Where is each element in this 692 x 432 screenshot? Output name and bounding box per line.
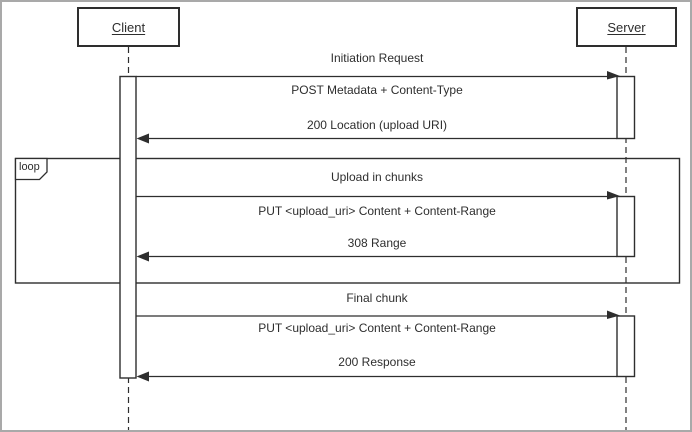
actor-box-client: Client xyxy=(77,7,180,47)
request-arrowhead-2 xyxy=(607,191,620,200)
actor-name-server: Server xyxy=(607,19,646,35)
request-arrowhead-3 xyxy=(607,310,620,319)
server-activation-bar-2 xyxy=(616,195,636,258)
server-activation-bar-3 xyxy=(616,315,636,378)
section-header-initiation: Initiation Request xyxy=(330,51,424,65)
request-arrowhead-1 xyxy=(607,71,620,80)
response-label-final: 200 Response xyxy=(338,355,416,369)
client-activation-bar xyxy=(119,75,137,379)
response-arrowhead-1 xyxy=(136,133,149,144)
response-label-loop: 308 Range xyxy=(347,236,407,250)
loop-fragment-label: loop xyxy=(19,161,40,173)
request-label-loop: PUT <upload_uri> Content + Content-Range xyxy=(258,204,496,218)
request-label-initiation: POST Metadata + Content-Type xyxy=(291,83,463,97)
loop-fragment-frame xyxy=(14,157,681,284)
actor-name-client: Client xyxy=(111,19,146,35)
server-activation-bar-1 xyxy=(616,75,636,140)
section-header-loop: Upload in chunks xyxy=(330,170,424,184)
response-arrowhead-2 xyxy=(136,251,149,262)
response-arrowhead-3 xyxy=(136,371,149,382)
request-label-final: PUT <upload_uri> Content + Content-Range xyxy=(258,321,496,335)
section-header-final: Final chunk xyxy=(346,291,408,305)
actor-box-server: Server xyxy=(576,7,677,47)
response-label-initiation: 200 Location (upload URI) xyxy=(306,118,448,132)
loop-fragment-tab xyxy=(14,157,48,181)
